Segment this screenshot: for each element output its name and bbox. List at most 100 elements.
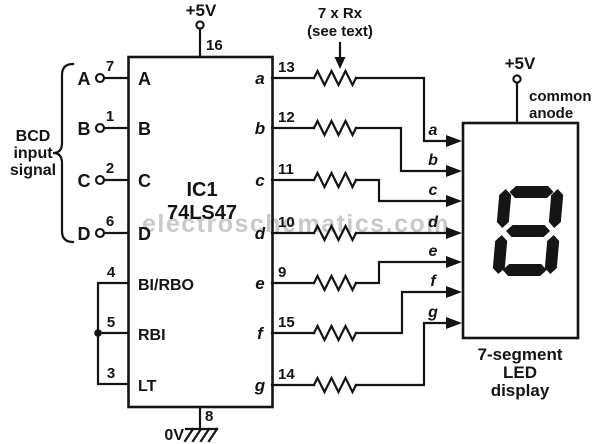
- display-power-net: +5V common anode: [505, 54, 592, 125]
- ic-label-c: C: [138, 171, 151, 191]
- control-net: 4 5 3 BI/RBO RBI LT: [94, 264, 194, 395]
- output-row-a: 13 a a: [255, 59, 462, 147]
- resistor-b: [312, 118, 358, 138]
- resistor-note-line1: 7 x Rx: [318, 5, 363, 22]
- ic-label-out-d: d: [255, 224, 266, 243]
- input-b-pin: 1: [106, 108, 114, 125]
- ic-label-rbi: RBI: [138, 327, 166, 344]
- ic-label-d: D: [138, 224, 151, 244]
- ic-label-birbo: BI/RBO: [138, 277, 194, 294]
- anode-note-line1: common: [529, 88, 592, 105]
- segment-wire-label-d: d: [428, 214, 439, 231]
- arrowhead-g: [446, 317, 462, 329]
- display-caption-line3: display: [491, 381, 550, 400]
- digit-segment-a: [509, 186, 554, 198]
- display-body: [461, 121, 580, 340]
- input-row-b: B 1 B: [78, 108, 152, 139]
- ic-label-out-e: e: [255, 274, 264, 293]
- ic-power-net: +5V 16: [186, 1, 223, 59]
- pin16-number: 16: [206, 37, 223, 54]
- display-caption-line2: LED: [503, 363, 537, 382]
- segment-wire-label-b: b: [428, 152, 438, 169]
- output-row-f: 15 f f: [257, 273, 462, 343]
- digit-segment-d: [502, 264, 547, 276]
- segment-wire-label-g: g: [427, 304, 438, 321]
- birbo-pin: 4: [107, 264, 116, 281]
- resistor-d: [312, 223, 358, 243]
- input-row-c: C 2 C: [78, 160, 152, 191]
- arrowhead-c: [446, 195, 462, 207]
- ic-label-lt: LT: [138, 378, 157, 395]
- seven-segment-digit: [492, 186, 564, 276]
- lt-pin: 3: [107, 365, 115, 382]
- input-d-pin: 6: [106, 213, 114, 230]
- digit-segment-b: [548, 189, 564, 228]
- arrowhead-e: [446, 256, 462, 268]
- output-row-b: 12 b b: [255, 109, 462, 177]
- ic-label-out-g: g: [254, 376, 266, 395]
- output-row-c: 11 c c: [255, 161, 462, 207]
- output-row-d: 10 d d: [255, 214, 462, 243]
- digit-segment-g: [506, 225, 551, 237]
- arrowhead-f: [446, 286, 462, 298]
- bcd-label-line3: signal: [10, 162, 56, 179]
- resistor-note-arrowhead: [334, 57, 346, 69]
- input-d-terminal: [94, 227, 106, 239]
- pin13-number: 13: [278, 59, 295, 76]
- ic-power-label: +5V: [186, 1, 217, 20]
- pin9-number: 9: [278, 264, 286, 281]
- ic-label-out-f: f: [257, 324, 265, 343]
- output-row-e: 9 e e: [255, 243, 462, 293]
- segment-wire-label-e: e: [429, 243, 438, 260]
- out-f-wire: [354, 290, 449, 335]
- input-b-label: B: [78, 119, 91, 139]
- power-terminal-ic: [195, 20, 205, 30]
- input-c-terminal: [94, 174, 106, 186]
- input-a-terminal: [94, 72, 106, 84]
- segment-wire-label-f: f: [430, 273, 437, 290]
- ic-part: 74LS47: [167, 202, 237, 224]
- out-b-wire: [354, 126, 449, 173]
- ic-label-out-c: c: [255, 171, 265, 190]
- bcd-label-line2: input: [13, 145, 53, 162]
- resistor-f: [312, 323, 358, 343]
- resistor-g: [312, 375, 358, 395]
- arrowhead-a: [446, 135, 462, 147]
- out-a-wire: [354, 76, 449, 143]
- display-power-label: +5V: [505, 54, 536, 73]
- segment-wire-label-c: c: [429, 182, 438, 199]
- segment-wire-label-a: a: [429, 122, 438, 139]
- resistor-note-line2: (see text): [307, 23, 373, 40]
- bcd-brace: [52, 62, 75, 244]
- power-terminal-display: [512, 74, 522, 84]
- pin10-number: 10: [278, 214, 295, 231]
- input-a-label: A: [78, 69, 91, 89]
- input-b-terminal: [94, 122, 106, 134]
- resistor-e: [312, 273, 358, 293]
- junction-dot: [94, 329, 102, 337]
- out-e-wire: [354, 260, 449, 285]
- resistor-c: [312, 170, 358, 190]
- anode-note-line2: anode: [529, 105, 573, 122]
- input-c-label: C: [78, 171, 91, 191]
- ic-label-b: B: [138, 119, 151, 139]
- pin15-number: 15: [278, 314, 295, 331]
- digit-segment-f: [496, 189, 512, 228]
- ground-symbol: [183, 427, 219, 443]
- digit-segment-c: [544, 235, 560, 274]
- pin12-number: 12: [278, 109, 295, 126]
- ic-label-a: A: [138, 69, 151, 89]
- ic-ref: IC1: [186, 179, 217, 201]
- output-row-g: 14 g g: [254, 304, 462, 395]
- arrowhead-d: [446, 227, 462, 239]
- out-g-wire: [354, 321, 449, 387]
- ic-ground-net: 8 0V: [164, 405, 219, 444]
- pin11-number: 11: [278, 161, 294, 178]
- ground-label: 0V: [164, 427, 184, 444]
- arrowhead-b: [446, 165, 462, 177]
- digit-segment-e: [492, 235, 508, 274]
- resistor-note: 7 x Rx (see text): [307, 5, 373, 69]
- input-row-a: A 7 A: [78, 58, 152, 89]
